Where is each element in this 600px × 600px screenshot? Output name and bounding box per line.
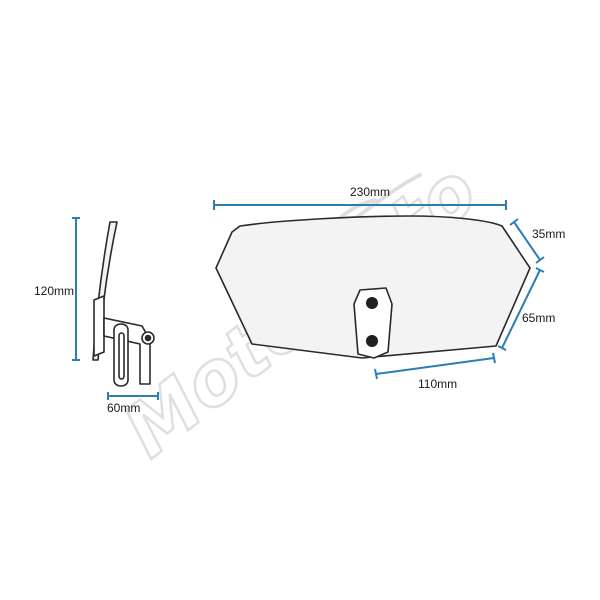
mount-hole-bottom (366, 335, 378, 347)
front-right-lower-dimension (497, 267, 545, 351)
front-view: 230mm 35mm 65mm 110mm (213, 185, 565, 391)
mount-hole-top (366, 297, 378, 309)
front-top-width-dimension (213, 200, 507, 210)
side-view: 120mm 60mm (34, 217, 159, 415)
side-height-label: 120mm (34, 284, 74, 298)
front-right-upper-label: 35mm (532, 227, 565, 241)
front-right-upper-dimension (509, 218, 545, 264)
front-bottom-label: 110mm (418, 377, 457, 391)
side-profile-drawing (92, 221, 155, 387)
side-width-label: 60mm (107, 401, 140, 415)
side-height-dimension (72, 217, 80, 361)
front-right-lower-label: 65mm (522, 311, 555, 325)
windscreen-lens (215, 215, 531, 359)
side-width-dimension (107, 392, 159, 400)
center-mount-bracket (353, 287, 393, 359)
front-top-width-label: 230mm (350, 185, 390, 199)
front-bottom-dimension (374, 352, 496, 380)
